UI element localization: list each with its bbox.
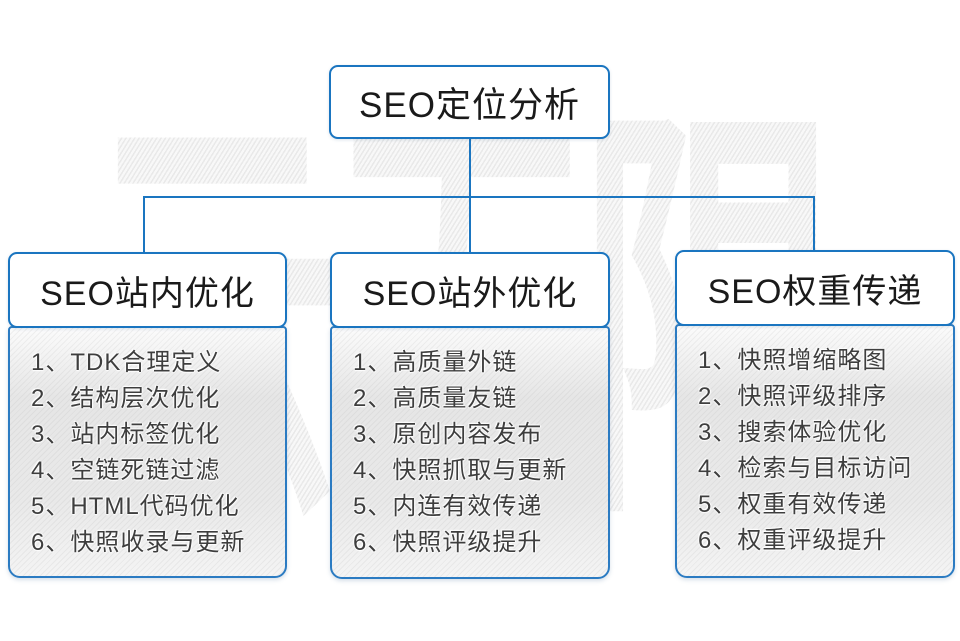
list-item: 6、权重评级提升 — [698, 527, 888, 554]
list-item: 5、权重有效传递 — [698, 491, 888, 518]
column-weight-panel: 1、快照增缩略图 2、快照评级排序 3、搜索体验优化 4、检索与目标访问 5、权… — [675, 324, 955, 578]
node-seo-positioning-analysis: SEO定位分析 — [329, 65, 610, 139]
list-item: 5、HTML代码优化 — [31, 493, 240, 520]
connector-horizontal-bar — [143, 196, 815, 198]
column-onsite-panel: 1、TDK合理定义 2、结构层次优化 3、站内标签优化 4、空链死链过滤 5、H… — [8, 326, 287, 578]
connector-drop-left — [143, 196, 145, 253]
connector-root-stem — [469, 138, 471, 197]
column-weight-header: SEO权重传递 — [675, 250, 955, 326]
column-weight-title: SEO权重传递 — [707, 272, 923, 311]
list-item: 4、检索与目标访问 — [698, 455, 913, 482]
column-offsite-title: SEO站外优化 — [362, 274, 578, 313]
column-onsite-header: SEO站内优化 — [8, 252, 287, 328]
list-item: 5、内连有效传递 — [353, 493, 543, 520]
list-item: 1、高质量外链 — [353, 349, 518, 376]
connector-drop-right — [813, 196, 815, 251]
column-offsite-panel: 1、高质量外链 2、高质量友链 3、原创内容发布 4、快照抓取与更新 5、内连有… — [330, 326, 610, 579]
list-item: 2、结构层次优化 — [31, 385, 221, 412]
column-offsite-header: SEO站外优化 — [330, 252, 610, 328]
list-item: 4、空链死链过滤 — [31, 457, 221, 484]
column-onsite-title: SEO站内优化 — [40, 274, 255, 313]
list-item: 6、快照收录与更新 — [31, 529, 246, 556]
column-weight-transfer: SEO权重传递 1、快照增缩略图 2、快照评级排序 3、搜索体验优化 4、检索与… — [675, 250, 955, 578]
column-onsite-optimization: SEO站内优化 1、TDK合理定义 2、结构层次优化 3、站内标签优化 4、空链… — [8, 252, 287, 578]
root-node-label: SEO定位分析 — [359, 85, 580, 125]
connector-drop-middle — [469, 196, 471, 253]
list-item: 2、高质量友链 — [353, 385, 518, 412]
list-item: 3、原创内容发布 — [353, 421, 543, 448]
list-item: 3、搜索体验优化 — [698, 419, 888, 446]
list-item: 4、快照抓取与更新 — [353, 457, 568, 484]
list-item: 1、快照增缩略图 — [698, 347, 888, 374]
list-item: 6、快照评级提升 — [353, 529, 543, 556]
list-item: 2、快照评级排序 — [698, 383, 888, 410]
list-item: 1、TDK合理定义 — [31, 349, 222, 376]
column-offsite-optimization: SEO站外优化 1、高质量外链 2、高质量友链 3、原创内容发布 4、快照抓取与… — [330, 252, 610, 579]
list-item: 3、站内标签优化 — [31, 421, 221, 448]
